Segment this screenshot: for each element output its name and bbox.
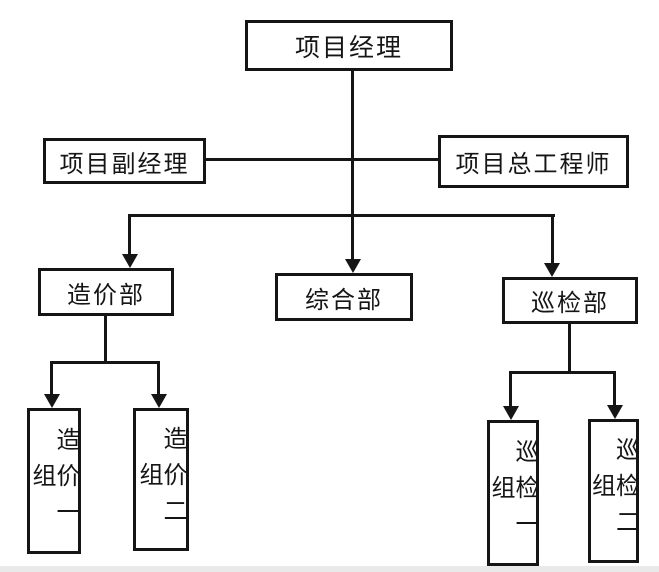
arrow-down-icon bbox=[607, 405, 623, 419]
arrow-down-icon bbox=[44, 394, 60, 408]
node-deputy-project-manager-label: 项目副经理 bbox=[59, 149, 190, 178]
connector-staff bbox=[203, 158, 439, 161]
connector-distribution bbox=[128, 214, 555, 217]
node-inspection-group-2: 巡检二组 bbox=[587, 419, 640, 563]
connector-stem-cost bbox=[104, 314, 107, 364]
node-inspection-department: 巡检部 bbox=[502, 277, 638, 324]
node-cost-department-label: 造价部 bbox=[67, 280, 145, 309]
connector-stem-inspection bbox=[568, 322, 571, 374]
connector-drop-cost-dept bbox=[128, 214, 131, 256]
node-inspection-department-label: 巡检部 bbox=[531, 289, 609, 317]
node-chief-engineer-label: 项目总工程师 bbox=[455, 150, 612, 178]
connector-drop-inspection-dept bbox=[551, 214, 554, 265]
connector-drop-cost-group1 bbox=[50, 361, 53, 395]
node-inspection-group-1-label: 巡检一组 bbox=[487, 439, 539, 547]
connector-split-cost bbox=[50, 361, 160, 364]
arrow-down-icon bbox=[345, 259, 361, 273]
connector-split-inspection bbox=[509, 371, 616, 374]
node-general-department-label: 综合部 bbox=[305, 285, 383, 314]
node-deputy-project-manager: 项目副经理 bbox=[43, 138, 206, 184]
connector-drop-cost-group2 bbox=[157, 361, 160, 395]
node-general-department: 综合部 bbox=[275, 273, 413, 321]
node-cost-group-2: 造价二组 bbox=[133, 408, 189, 551]
connector-drop-general-dept bbox=[351, 214, 354, 261]
connector-drop-inspection-group2 bbox=[613, 371, 616, 406]
node-cost-department: 造价部 bbox=[38, 268, 174, 316]
arrow-down-icon bbox=[122, 254, 138, 268]
arrow-down-icon bbox=[503, 406, 519, 420]
node-project-manager: 项目经理 bbox=[245, 20, 453, 71]
connector-drop-inspection-group1 bbox=[509, 371, 512, 407]
arrow-down-icon bbox=[151, 394, 167, 408]
node-cost-group-2-label: 造价二组 bbox=[135, 425, 187, 534]
node-chief-engineer: 项目总工程师 bbox=[438, 135, 629, 188]
connector-trunk bbox=[351, 68, 354, 217]
arrow-down-icon bbox=[544, 263, 560, 277]
node-cost-group-1: 造价一组 bbox=[27, 408, 81, 554]
image-bottom-edge bbox=[0, 566, 659, 572]
node-inspection-group-2-label: 巡检二组 bbox=[587, 437, 640, 545]
node-inspection-group-1: 巡检一组 bbox=[487, 420, 539, 566]
node-cost-group-1-label: 造价一组 bbox=[28, 427, 80, 535]
node-project-manager-label: 项目经理 bbox=[294, 32, 403, 62]
